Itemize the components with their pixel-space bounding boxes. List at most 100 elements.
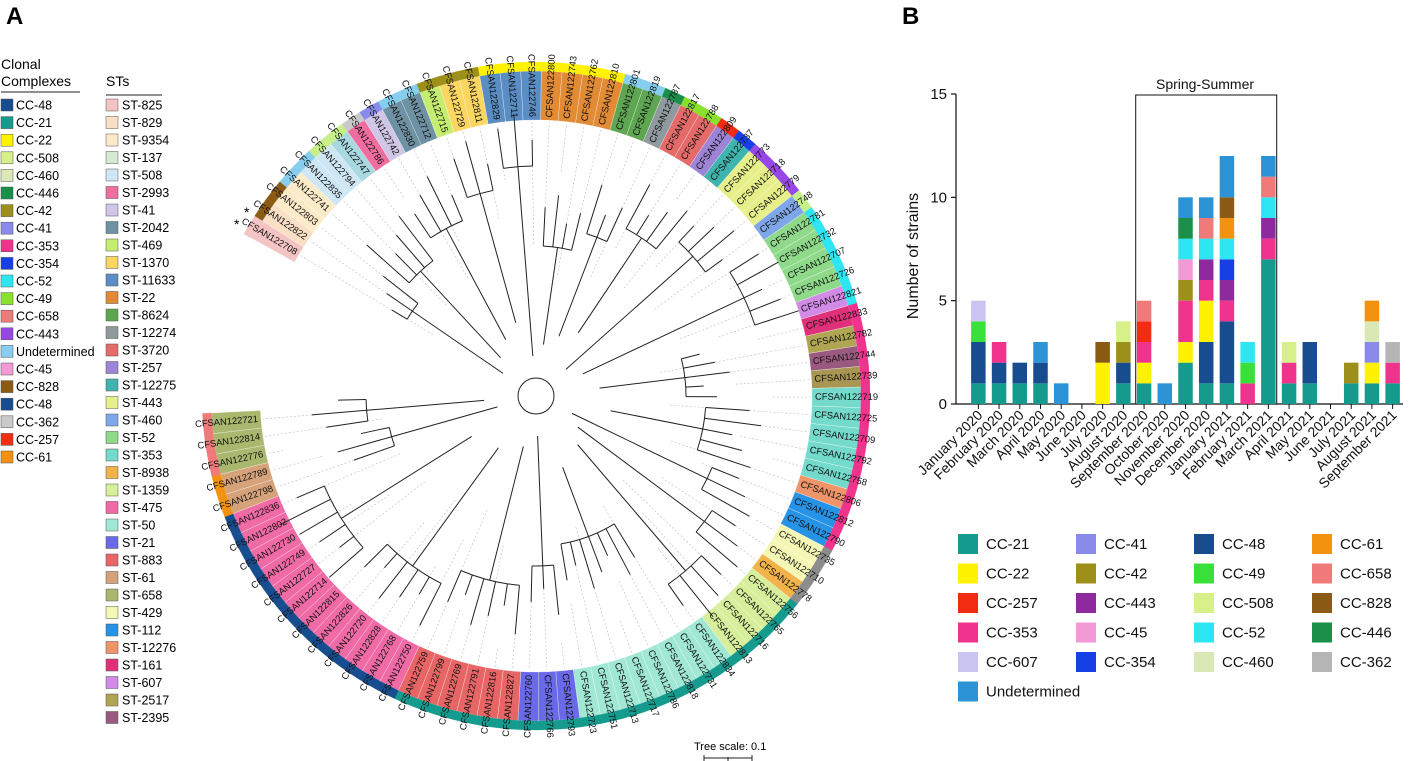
tree-terminal-branch bbox=[384, 553, 398, 568]
tree-terminal-branch bbox=[679, 575, 714, 618]
tree-branch-stem bbox=[577, 237, 642, 334]
tree-terminal-branch bbox=[704, 417, 762, 427]
leaf-guide-line bbox=[676, 172, 696, 200]
cc-legend-swatch bbox=[0, 433, 14, 446]
bar-segment bbox=[1261, 218, 1276, 239]
cc-legend-label: CC-460 bbox=[16, 169, 59, 183]
st-legend-swatch bbox=[105, 151, 119, 164]
st-legend-label: ST-112 bbox=[122, 624, 161, 638]
chart-legend-label: CC-446 bbox=[1340, 625, 1392, 642]
bar-segment bbox=[1157, 383, 1173, 404]
chart-legend-swatch bbox=[1076, 652, 1096, 672]
chart-legend-swatch bbox=[958, 593, 978, 613]
cc-legend-label: CC-52 bbox=[16, 275, 52, 289]
st-legend-swatch bbox=[105, 623, 119, 637]
bar-segment bbox=[1095, 362, 1110, 404]
st-legend-label: ST-12276 bbox=[122, 641, 176, 655]
chart-legend-label: CC-828 bbox=[1340, 595, 1392, 612]
st-legend-swatch bbox=[105, 203, 119, 217]
leaf-guide-line bbox=[575, 565, 599, 663]
leaf-guide-line bbox=[622, 479, 734, 587]
tree-terminal-branch bbox=[704, 521, 738, 547]
tree-branch-stem bbox=[489, 446, 524, 581]
leaf-guide-line bbox=[739, 436, 805, 450]
chart-legend-label: CC-257 bbox=[986, 595, 1038, 612]
panel-a-label: A bbox=[6, 3, 23, 30]
st-legend-label: ST-50 bbox=[122, 519, 155, 533]
tree-terminal-branch bbox=[360, 426, 390, 435]
leaf-guide-line bbox=[769, 278, 784, 287]
bar-segment bbox=[1261, 156, 1276, 177]
st-legend-swatch bbox=[105, 133, 119, 147]
tree-terminal-branch bbox=[399, 569, 419, 598]
tree-terminal-branch bbox=[419, 583, 442, 626]
bar-segment bbox=[991, 362, 1007, 384]
cc-legend-label: CC-61 bbox=[16, 451, 52, 465]
tree-branch-arc bbox=[386, 543, 442, 584]
tree-terminal-branch bbox=[391, 309, 408, 320]
st-legend-swatch bbox=[105, 186, 119, 199]
st-legend-label: ST-2993 bbox=[122, 186, 169, 200]
st-legend-swatch bbox=[105, 413, 119, 427]
cc-legend-swatch bbox=[0, 292, 14, 305]
st-legend-swatch bbox=[105, 553, 119, 567]
tree-terminal-branch bbox=[453, 158, 468, 198]
st-legend-swatch bbox=[105, 291, 119, 304]
tree-branch-stem bbox=[391, 406, 498, 438]
st-legend-label: ST-475 bbox=[122, 501, 162, 515]
tree-terminal-branch bbox=[470, 578, 485, 625]
bar-segment bbox=[1136, 383, 1152, 404]
bar-segment bbox=[971, 300, 986, 322]
tree-terminal-branch bbox=[705, 259, 723, 273]
leaf-guide-line bbox=[575, 527, 616, 659]
tree-terminal-branch bbox=[696, 230, 735, 262]
st-legend-label: ST-353 bbox=[122, 449, 162, 463]
st-legend-label: ST-429 bbox=[122, 606, 162, 620]
bar-segment bbox=[1219, 321, 1235, 384]
leaf-guide-line bbox=[443, 609, 461, 655]
chart-legend-label: CC-61 bbox=[1340, 536, 1383, 553]
y-tick-label: 10 bbox=[930, 189, 947, 206]
tree-terminal-branch bbox=[697, 449, 751, 469]
tree-branch-stem bbox=[479, 193, 517, 323]
tree-branch-stem bbox=[577, 444, 686, 572]
chart-legend-swatch bbox=[1194, 652, 1214, 672]
leaf-guide-line bbox=[561, 642, 565, 669]
bar-segment bbox=[1364, 383, 1380, 404]
bar-segment bbox=[1343, 383, 1359, 404]
st-legend-label: ST-607 bbox=[122, 676, 162, 690]
tree-terminal-branch bbox=[646, 211, 668, 242]
tree-branch-stem bbox=[542, 247, 559, 345]
chart-legend-swatch bbox=[1076, 622, 1096, 643]
leaf-guide-line bbox=[697, 362, 808, 377]
tree-branch-stem bbox=[582, 297, 745, 375]
bar-segment bbox=[1240, 342, 1255, 363]
tree-terminal-branch bbox=[328, 547, 364, 578]
tree-branch-stem bbox=[610, 410, 703, 430]
tree-terminal-branch bbox=[418, 576, 430, 595]
bar-segment bbox=[1302, 342, 1318, 384]
tree-branch-stem bbox=[412, 310, 504, 374]
chart-legend-label: CC-354 bbox=[1104, 654, 1156, 671]
tree-terminal-branch bbox=[690, 565, 719, 596]
st-legend-swatch bbox=[105, 326, 119, 339]
leaf-label: CFSAN122719 bbox=[815, 391, 878, 402]
st-legend-label: ST-12275 bbox=[122, 379, 176, 393]
tree-terminal-branch bbox=[447, 570, 462, 603]
tree-terminal-branch bbox=[706, 478, 746, 498]
st-legend-swatch bbox=[105, 676, 119, 689]
spring-summer-annotation: Spring-Summer bbox=[1135, 76, 1278, 404]
st-legend-label: ST-508 bbox=[122, 169, 162, 183]
y-axis-label: Number of strains bbox=[905, 193, 922, 319]
leaf-guide-line bbox=[309, 240, 407, 308]
spring-summer-label: Spring-Summer bbox=[1156, 76, 1254, 92]
tree-terminal-branch bbox=[606, 207, 623, 242]
tree-leaf-labels: CFSAN122708CFSAN122822CFSAN122803CFSAN12… bbox=[195, 54, 878, 738]
asterisk-marker-2: * bbox=[234, 216, 240, 232]
leaf-guide-line bbox=[557, 126, 585, 275]
st-legend-label: ST-469 bbox=[122, 239, 162, 253]
cc-legend-label: CC-353 bbox=[16, 239, 59, 253]
cc-legend-swatch bbox=[0, 362, 14, 376]
st-legend-swatch bbox=[105, 256, 119, 269]
leaf-label: CFSAN122827 bbox=[500, 673, 516, 737]
